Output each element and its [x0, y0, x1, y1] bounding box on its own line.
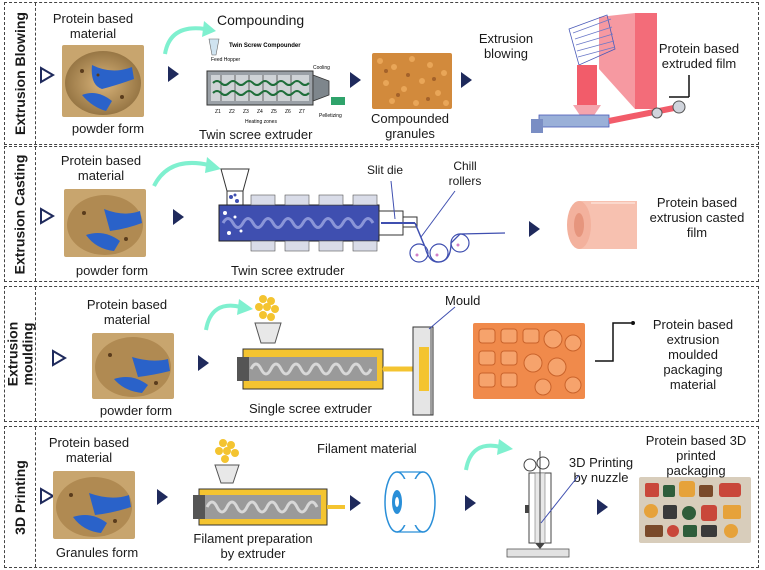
side-label-box: Extrusion Blowing: [5, 3, 36, 144]
flow-arrow: [168, 66, 179, 82]
printer-label: 3D Printing by nuzzle: [568, 455, 634, 485]
input-title: Protein based material: [48, 435, 130, 465]
accent-curve-arrow: [464, 439, 513, 471]
input-title: Protein based material: [86, 297, 168, 327]
flow-arrow: [465, 495, 476, 511]
powder-photo: [64, 189, 146, 257]
side-label: Extrusion Blowing: [11, 12, 28, 135]
single-screw-extruder: [237, 295, 434, 416]
play-triangle-icon: [40, 207, 55, 225]
pointer-line: [428, 306, 456, 330]
side-label-box: Extrusion moulding: [4, 287, 36, 421]
granules-photo: [372, 53, 452, 109]
zone-6: Z6: [285, 109, 291, 115]
film-blowing-machine: [531, 13, 690, 133]
mould-label: Mould: [445, 293, 481, 308]
panel-extrusion-moulding: Extrusion moulding Protein based materia…: [4, 286, 759, 422]
output-label: Protein based extrusion casted film: [649, 195, 745, 240]
panel-3d-printing: 3D Printing Protein based material Granu…: [4, 426, 759, 568]
chill-rollers-label: Chill rollers: [448, 159, 482, 188]
flow-arrow: [350, 495, 361, 511]
granules-caption: Compounded granules: [370, 111, 450, 141]
output-label: Protein based extruded film: [658, 41, 740, 71]
panel-extrusion-blowing: Extrusion Blowing Protein based material…: [4, 2, 759, 145]
step1-caption: Twin scree extruder: [199, 127, 313, 142]
play-triangle-icon: [52, 349, 67, 367]
powder-photo: [92, 333, 174, 399]
side-label: Extrusion moulding: [4, 321, 36, 387]
printed-packaging-photo: [639, 477, 751, 543]
flow-arrow: [173, 209, 184, 225]
side-label: Extrusion Casting: [11, 154, 28, 274]
input-form: powder form: [71, 121, 145, 136]
compounder-label: Twin Screw Compounder: [229, 43, 301, 49]
moulded-packaging-photo: [473, 323, 585, 399]
cooling-label: Cooling: [313, 65, 330, 71]
step1-caption: Single scree extruder: [249, 401, 372, 416]
blowing-title: Extrusion blowing: [478, 31, 534, 61]
flow-arrow: [157, 489, 168, 505]
filament-extruder: [193, 439, 345, 526]
step1-caption: Twin scree extruder: [231, 263, 345, 278]
step1-caption: Filament preparation by extruder: [193, 531, 313, 561]
flow-arrow: [461, 72, 472, 88]
granules-photo: [53, 471, 135, 539]
input-title: Protein based material: [52, 11, 134, 41]
input-title: Protein based material: [60, 153, 142, 183]
input-form: Granules form: [55, 545, 139, 560]
input-form: powder form: [99, 403, 173, 418]
twin-screw-extruder: [218, 168, 506, 263]
accent-curve-arrow: [204, 299, 253, 331]
zone-4: Z4: [257, 109, 263, 115]
compounding-title: Compounding: [217, 12, 305, 28]
zone-3: Z3: [243, 109, 249, 115]
accent-curve-arrow: [152, 157, 221, 187]
input-form: powder form: [75, 263, 149, 278]
output-label: Protein based 3D printed packaging: [645, 433, 747, 478]
flow-arrow: [350, 72, 361, 88]
heating-label: Heating zones: [245, 119, 277, 125]
zone-7: Z7: [299, 109, 305, 115]
side-label-box: 3D Printing: [5, 427, 36, 567]
filament-spool: [384, 471, 436, 533]
zone-2: Z2: [229, 109, 235, 115]
output-label: Protein based extrusion moulded packagin…: [652, 317, 734, 392]
film-roll-image: [567, 201, 637, 249]
panel-extrusion-casting: Extrusion Casting Protein based material…: [4, 146, 759, 282]
side-label: 3D Printing: [11, 459, 28, 535]
filament-label: Filament material: [317, 441, 417, 456]
pointer-line: [390, 180, 456, 238]
slit-die-label: Slit die: [367, 163, 404, 177]
zone-1: Z1: [215, 109, 221, 115]
play-triangle-icon: [40, 487, 55, 505]
powder-photo: [62, 45, 144, 117]
play-triangle-icon: [40, 66, 55, 84]
pellet-label: Pelletizing: [319, 113, 342, 119]
flow-arrow: [529, 221, 540, 237]
flow-arrow: [597, 499, 608, 515]
pointer-line: [540, 474, 580, 524]
connector-line: [595, 321, 635, 362]
3d-printer-nozzle: [506, 451, 570, 558]
zone-5: Z5: [271, 109, 277, 115]
flow-arrow: [198, 355, 209, 371]
accent-curve-arrow: [163, 21, 216, 55]
side-label-box: Extrusion Casting: [5, 147, 36, 281]
hopper-label: Feed Hopper: [211, 57, 241, 63]
twin-screw-compounder: Twin Screw Compounder Feed Hopper Coolin…: [206, 38, 345, 125]
